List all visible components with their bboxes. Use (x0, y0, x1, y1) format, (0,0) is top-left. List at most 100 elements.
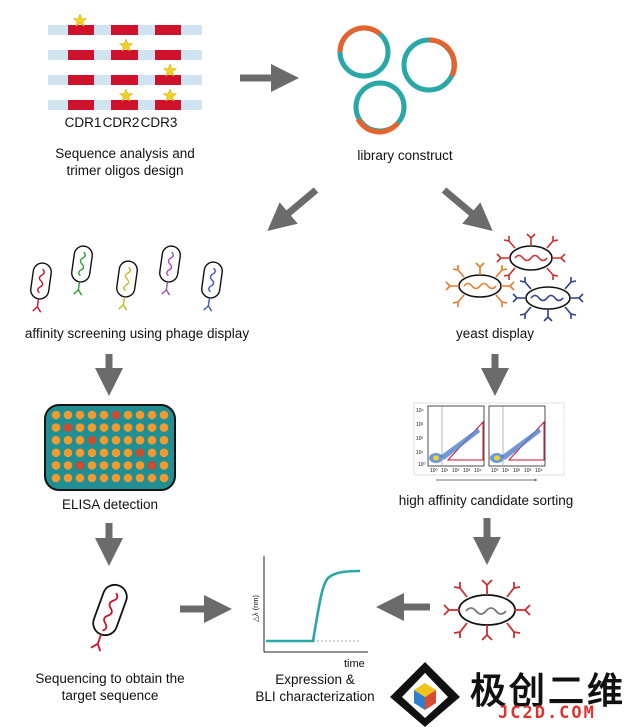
elisa-well (63, 473, 73, 483)
plasmid-library (337, 25, 458, 135)
plasmid-icon (337, 25, 391, 79)
elisa-well (123, 461, 133, 470)
elisa-well (111, 473, 121, 483)
sequence-row (48, 100, 202, 110)
elisa-well (87, 435, 97, 445)
elisa-well (111, 461, 121, 470)
elisa-well (123, 448, 133, 458)
elisa-well (159, 435, 169, 445)
elisa-plate (44, 404, 176, 491)
elisa-well (135, 410, 145, 420)
phage-icon (116, 260, 138, 311)
sequence-row (48, 75, 202, 85)
elisa-well (135, 461, 145, 470)
yeast-cell-icon (496, 233, 566, 280)
elisa-well (135, 473, 145, 483)
elisa-well (135, 448, 145, 458)
mutation-star-icon (118, 38, 134, 52)
elisa-well (159, 473, 169, 483)
yeast-cell-icon (512, 277, 584, 322)
facs-tick: 10¹ (416, 450, 424, 456)
elisa-well (51, 423, 61, 432)
plasmid-icon (401, 37, 458, 93)
mutation-star-icon (118, 88, 134, 102)
elisa-well (63, 461, 73, 470)
facs-tick: 10³ (416, 422, 424, 428)
elisa-well (63, 423, 73, 432)
elisa-well (51, 473, 61, 483)
facs-tick: 10¹ (502, 468, 510, 474)
elisa-well (99, 435, 109, 445)
step-label-expression: Expression & BLI characterization (255, 672, 375, 704)
elisa-well (51, 435, 61, 445)
yeast-cell-icon (445, 262, 515, 307)
elisa-well (63, 410, 73, 420)
bli-x-label: time (344, 658, 365, 670)
facs-tick: 10² (416, 436, 424, 442)
mutation-star-icon (162, 88, 178, 102)
sequencing-clone-icon (90, 583, 128, 652)
facs-tick: 10⁰ (491, 468, 499, 474)
elisa-well (87, 448, 97, 458)
bli-chart: △λ (nm) time (251, 556, 368, 670)
elisa-well (75, 423, 85, 432)
elisa-well (63, 435, 73, 445)
step-label-phage: affinity screening using phage display (24, 326, 250, 341)
elisa-well (111, 423, 121, 432)
elisa-well (111, 448, 121, 458)
elisa-well (159, 461, 169, 470)
elisa-well (87, 461, 97, 470)
elisa-well (135, 423, 145, 432)
phage-icon (159, 245, 181, 296)
facs-tick: 10² (452, 468, 460, 474)
bli-y-label: △λ (nm) (251, 594, 260, 622)
mutation-star-icon (162, 63, 178, 77)
elisa-well (147, 473, 157, 483)
step-label-sequencing: Sequencing to obtain the target sequence (35, 671, 185, 703)
yeast-display-icons (445, 233, 584, 322)
expressed-antibody-icon (443, 579, 531, 641)
facs-tick: 10¹ (441, 468, 449, 474)
elisa-well (147, 448, 157, 458)
facs-tick: 10³ (524, 468, 532, 474)
facs-tick: 10³ (463, 468, 471, 474)
facs-plots: 10⁴ 10³ 10² 10¹ 10⁰ 10⁰ 10¹ 10² 10³ 10⁴ … (413, 402, 565, 482)
step-label-yeast: yeast display (455, 326, 535, 341)
cdr-sequence-grid (48, 13, 202, 110)
step-label-elisa: ELISA detection (61, 497, 159, 512)
cdr-label: CDR3 (140, 115, 178, 130)
facs-tick: 10⁴ (416, 408, 424, 414)
elisa-well (147, 435, 157, 445)
elisa-well (111, 435, 121, 445)
watermark-chinese: 极创二维 (470, 671, 627, 712)
elisa-well (159, 410, 169, 420)
elisa-well (123, 435, 133, 445)
phage-display-icons (30, 245, 223, 313)
elisa-well (75, 435, 85, 445)
facs-tick: 10⁴ (474, 468, 482, 474)
facs-tick: 10² (513, 468, 521, 474)
cdr-label: CDR2 (102, 115, 140, 130)
elisa-well (99, 410, 109, 420)
elisa-wells (51, 410, 169, 483)
elisa-well (111, 410, 121, 420)
elisa-well (75, 473, 85, 483)
facs-tick: 10⁴ (535, 468, 543, 474)
phage-icon (201, 261, 223, 312)
watermark-logo (390, 662, 460, 727)
step-label-sorting: high affinity candidate sorting (398, 493, 574, 508)
sequence-row (48, 50, 202, 60)
elisa-well (99, 461, 109, 470)
watermark-english: JC2D.COM (498, 703, 596, 723)
elisa-well (123, 473, 133, 483)
arrow-icon (441, 187, 493, 232)
elisa-well (63, 448, 73, 458)
elisa-well (99, 423, 109, 432)
elisa-well (87, 410, 97, 420)
elisa-well (51, 448, 61, 458)
facs-plot (427, 405, 485, 467)
elisa-well (75, 410, 85, 420)
elisa-well (51, 461, 61, 470)
elisa-well (159, 448, 169, 458)
elisa-well (123, 410, 133, 420)
